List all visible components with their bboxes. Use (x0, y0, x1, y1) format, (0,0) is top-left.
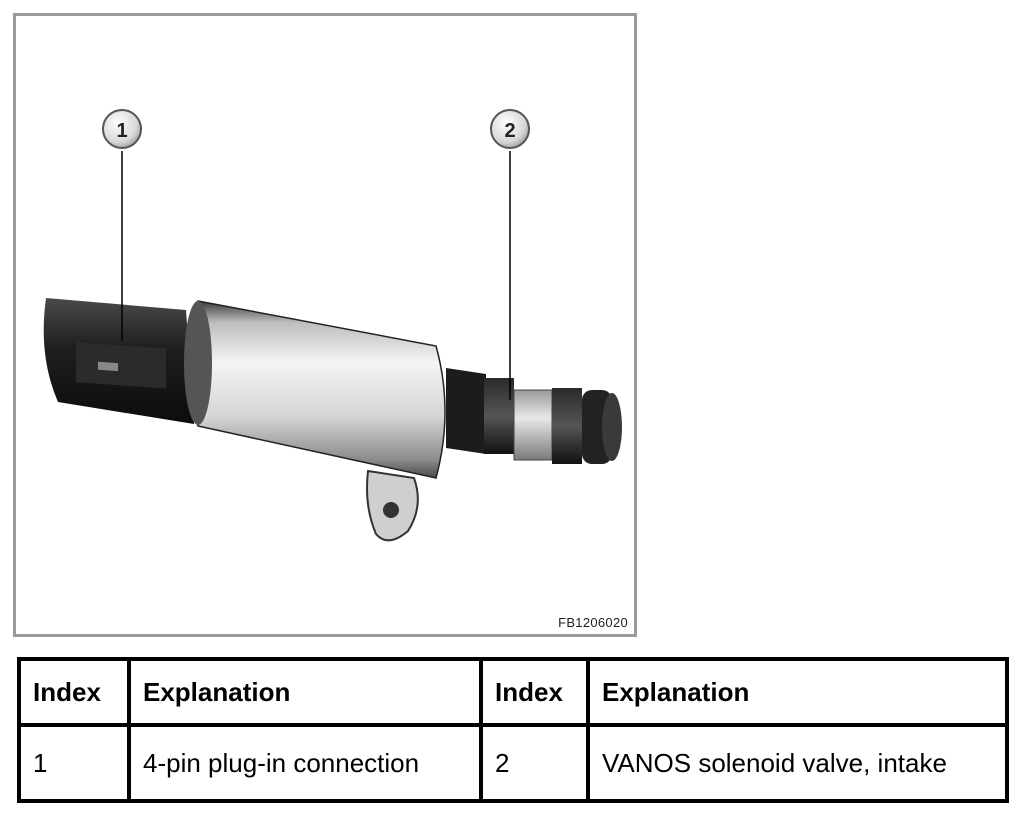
cell-index-2: 2 (479, 723, 590, 803)
mounting-tab (366, 469, 419, 542)
callout-number-2: 2 (504, 120, 515, 142)
legend-table: Index Explanation Index Explanation 1 4-… (17, 657, 1009, 803)
solenoid-valve-illustration: 1 2 (43, 109, 622, 542)
valve-nozzle (446, 368, 622, 464)
cell-explanation-2: VANOS solenoid valve, intake (586, 723, 1009, 803)
cell-index-1: 1 (17, 723, 131, 803)
callout-2: 2 (490, 109, 530, 149)
solenoid-cylinder (184, 300, 446, 479)
plug-connector (43, 298, 194, 424)
table-row: 1 4-pin plug-in connection 2 VANOS solen… (17, 723, 1009, 803)
header-index-2: Index (479, 657, 590, 727)
callout-number-1: 1 (116, 120, 127, 142)
header-explanation-2: Explanation (586, 657, 1009, 727)
table-header-row: Index Explanation Index Explanation (17, 657, 1009, 727)
header-index-1: Index (17, 657, 131, 727)
cell-explanation-1: 4-pin plug-in connection (127, 723, 483, 803)
figure-code: FB1206020 (558, 615, 628, 630)
header-explanation-1: Explanation (127, 657, 483, 727)
figure-frame: 1 2 FB1206020 (13, 13, 637, 637)
callout-1: 1 (102, 109, 142, 149)
